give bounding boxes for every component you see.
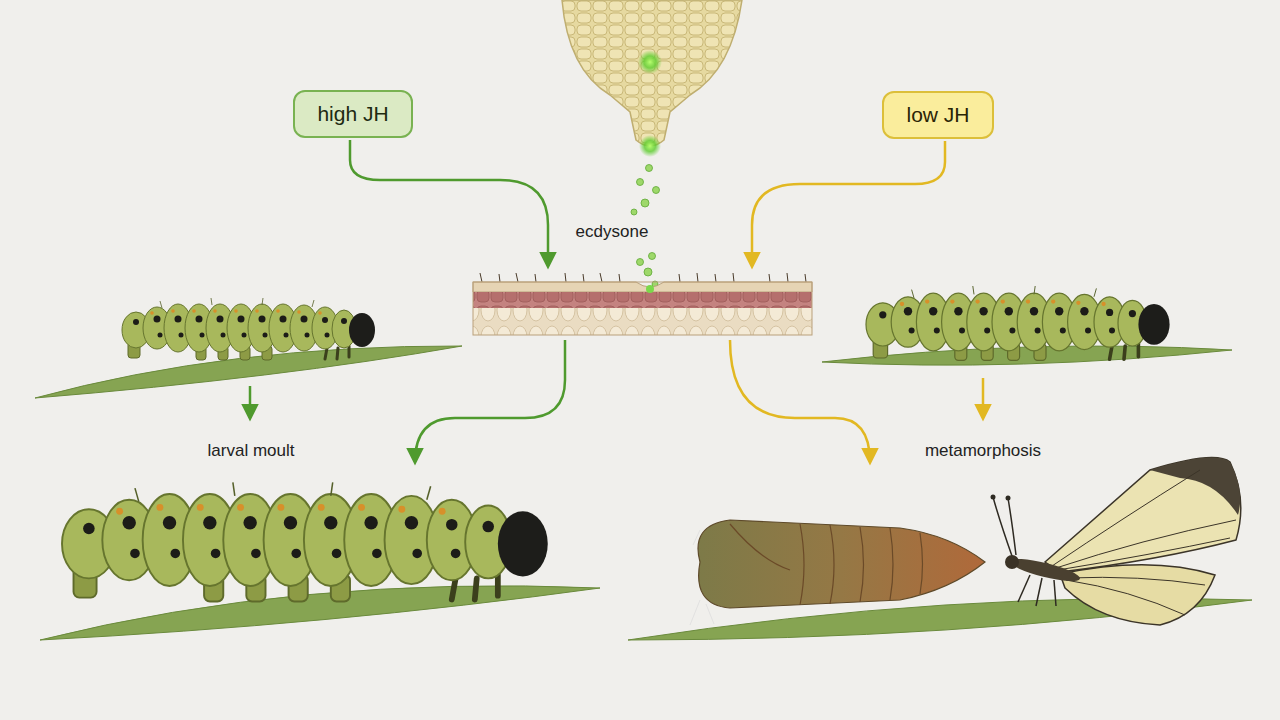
flow-arrows	[250, 140, 983, 462]
hormone-level: high JH	[317, 101, 388, 126]
pupa	[690, 520, 985, 625]
hormone-box: high JH	[293, 90, 412, 137]
hormone-box: low JH	[882, 91, 993, 138]
butterfly	[991, 458, 1241, 626]
leaf	[35, 346, 1252, 640]
process-label: ecdysone	[573, 221, 652, 243]
endocrine-gland	[562, 0, 742, 157]
process-label: larval moult	[205, 440, 298, 462]
process-label: metamorphosis	[922, 440, 1044, 462]
epidermis-section	[473, 273, 812, 335]
caterpillar	[122, 298, 375, 360]
caterpillar	[866, 286, 1170, 360]
larger-caterpillar	[62, 482, 548, 601]
hormone-level: low JH	[906, 102, 969, 127]
